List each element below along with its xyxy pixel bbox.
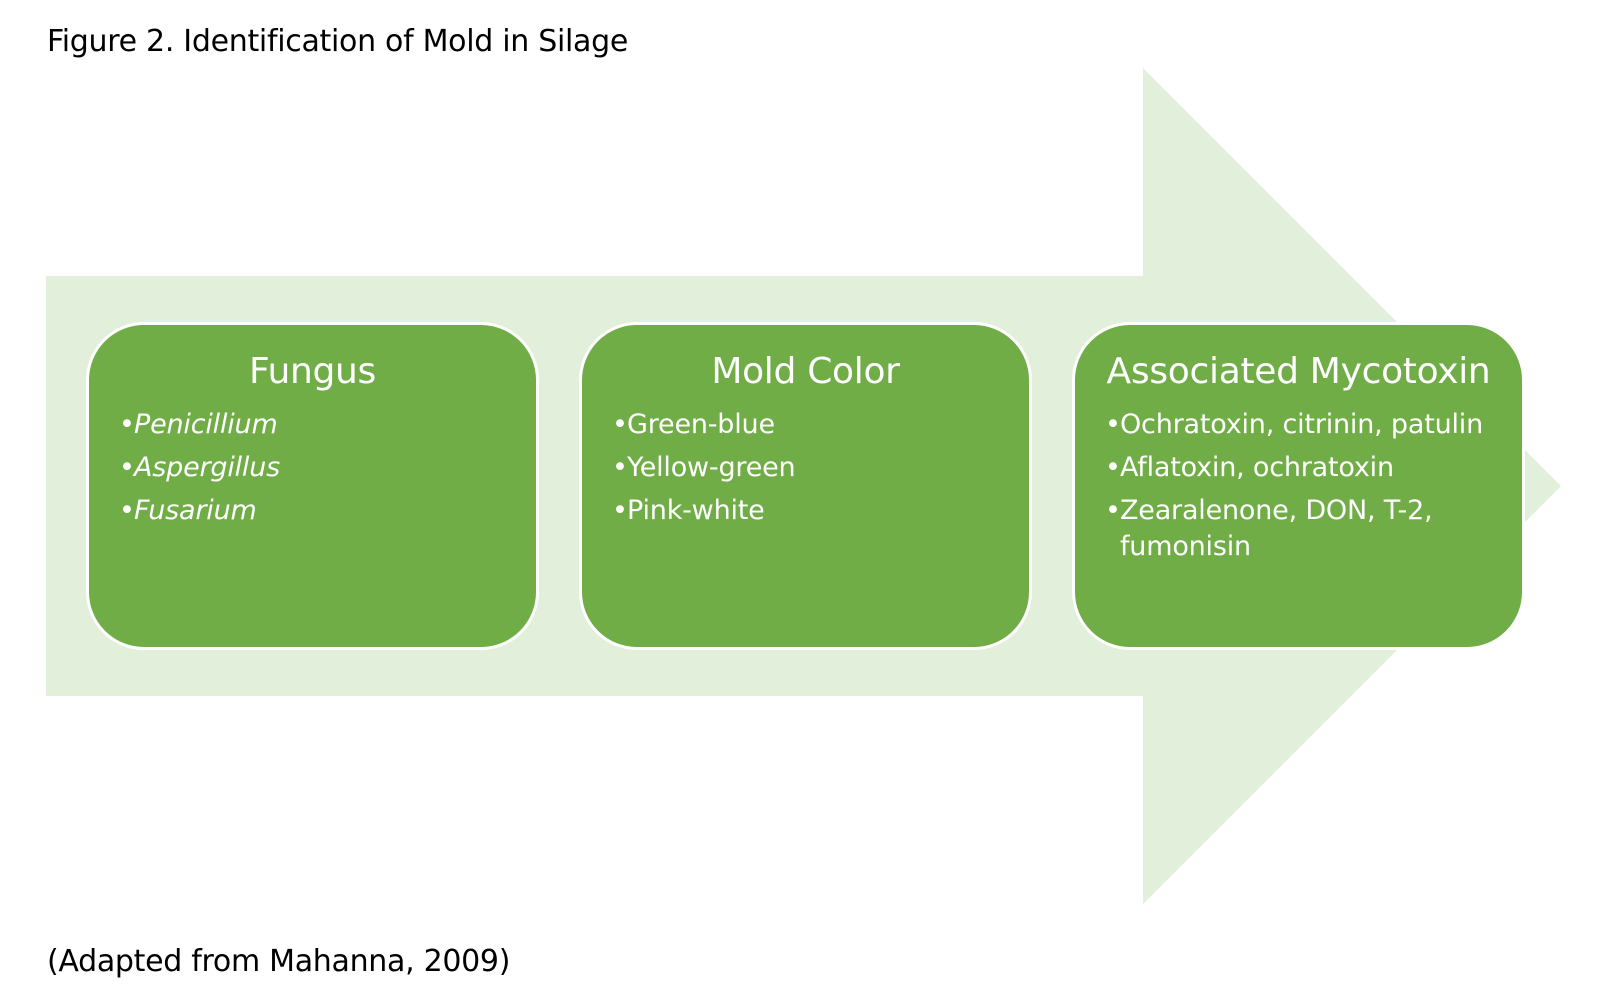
- list-item: Aspergillus: [119, 450, 522, 486]
- step-box-fungus: Fungus Penicillium Aspergillus Fusarium: [86, 322, 539, 650]
- list-item: Penicillium: [119, 407, 522, 443]
- step-title-associated-mycotoxin: Associated Mycotoxin: [1106, 351, 1491, 392]
- list-item: Fusarium: [119, 493, 522, 529]
- list-item: Pink-white: [612, 493, 1015, 529]
- figure-caption: (Adapted from Mahanna, 2009): [47, 944, 511, 979]
- list-item: Aflatoxin, ochratoxin: [1105, 450, 1508, 486]
- mold-color-list: Green-blue Yellow-green Pink-white: [582, 407, 1029, 529]
- list-item: Ochratoxin, citrinin, patulin: [1105, 407, 1508, 443]
- list-item: Yellow-green: [612, 450, 1015, 486]
- list-item: Zearalenone, DON, T-2, fumonisin: [1105, 493, 1508, 565]
- step-box-associated-mycotoxin: Associated Mycotoxin Ochratoxin, citrini…: [1072, 322, 1525, 650]
- step-title-mold-color: Mold Color: [711, 351, 900, 392]
- step-title-fungus: Fungus: [249, 351, 376, 392]
- figure-title: Figure 2. Identification of Mold in Sila…: [47, 24, 629, 59]
- fungus-list: Penicillium Aspergillus Fusarium: [89, 407, 536, 529]
- mycotoxin-list: Ochratoxin, citrinin, patulin Aflatoxin,…: [1075, 407, 1522, 565]
- step-box-mold-color: Mold Color Green-blue Yellow-green Pink-…: [579, 322, 1032, 650]
- list-item: Green-blue: [612, 407, 1015, 443]
